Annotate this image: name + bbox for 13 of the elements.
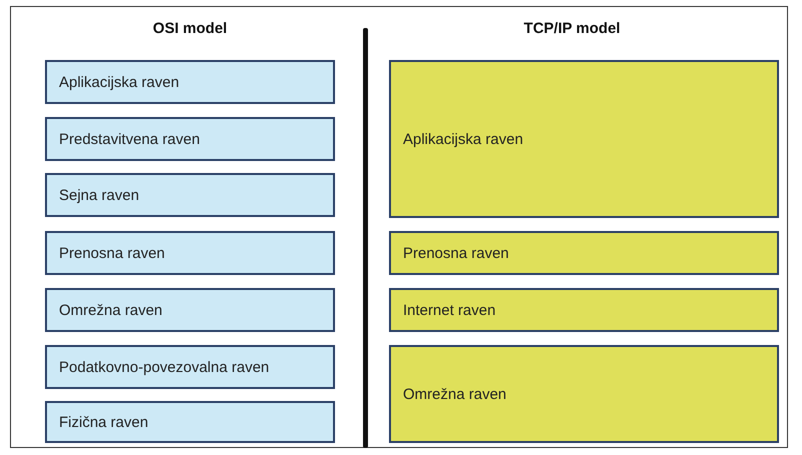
- column-heading: OSI model: [152, 20, 228, 37]
- layer-box: Internet raven: [389, 288, 779, 332]
- layer-box: Sejna raven: [45, 173, 335, 217]
- layer-box: Prenosna raven: [45, 231, 335, 275]
- layer-box: Aplikacijska raven: [45, 60, 335, 104]
- layer-box: Fizična raven: [45, 401, 335, 443]
- layer-box: Omrežna raven: [45, 288, 335, 332]
- column-heading: TCP/IP model: [524, 20, 620, 37]
- layer-box: Omrežna raven: [389, 345, 779, 443]
- layer-box: Podatkovno-povezovalna raven: [45, 345, 335, 389]
- layer-box: Predstavitvena raven: [45, 117, 335, 161]
- layer-box: Prenosna raven: [389, 231, 779, 275]
- layer-box: Aplikacijska raven: [389, 60, 779, 218]
